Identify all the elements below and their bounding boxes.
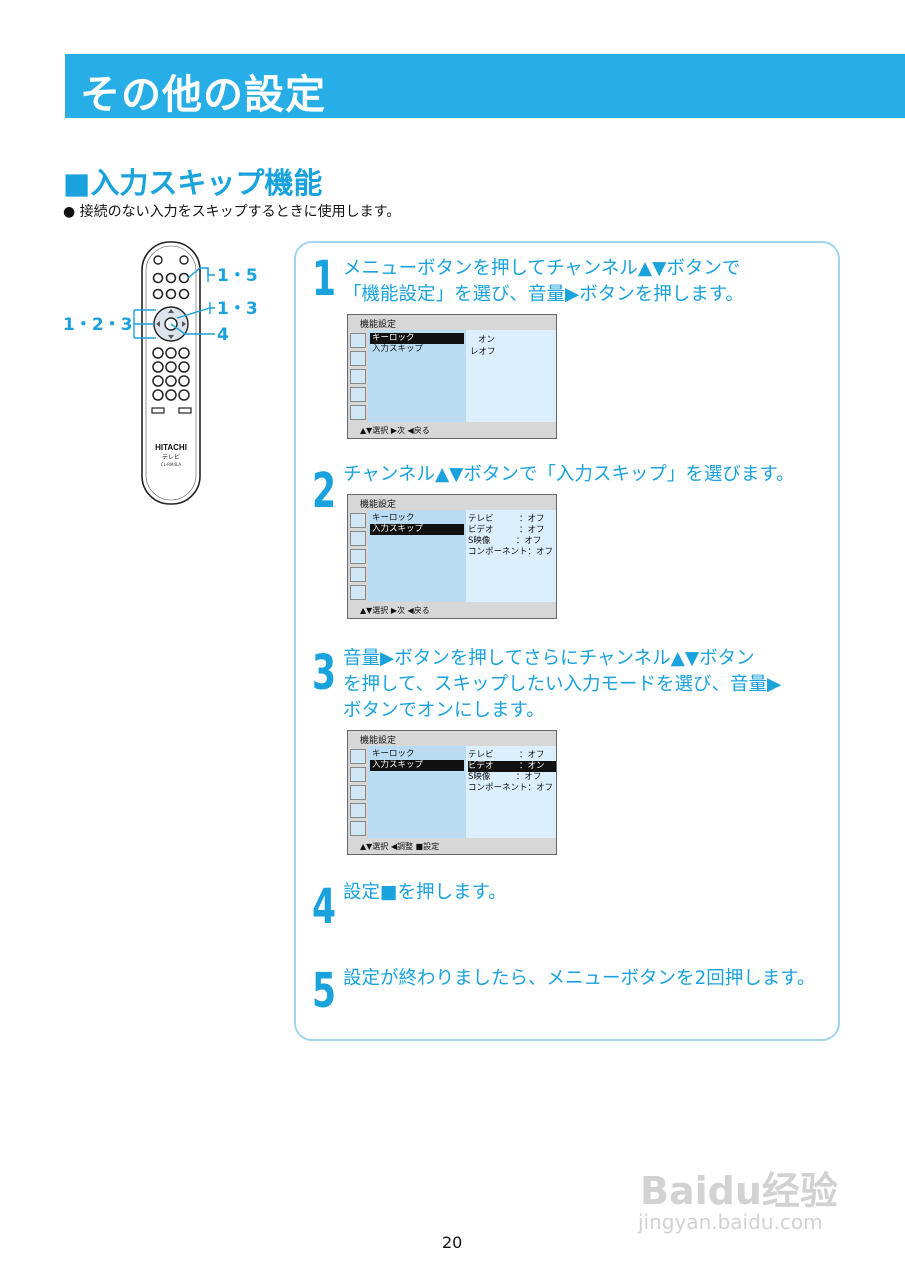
section-description: ● 接続のない入力をスキップするときに使用します。 — [63, 204, 401, 220]
step-4-line-1: 設定■を押します。 — [343, 882, 507, 903]
settings-tab-icon — [350, 585, 366, 600]
step-3-line-3: ボタンでオンにします。 — [343, 700, 545, 721]
osd-item-input-skip: 入力スキップ — [370, 760, 464, 771]
callout-4: 4 — [217, 325, 229, 345]
page-number: 20 — [442, 1233, 463, 1252]
screen-tab-icon — [350, 749, 366, 764]
sound-tab-icon — [350, 803, 366, 818]
osd-item-list: キーロック 入力スキップ — [368, 330, 466, 422]
osd-item-list: キーロック 入力スキップ — [368, 746, 466, 838]
osd-footer: ▲▼選択 ▶次 ◀戻る — [360, 426, 430, 435]
remote-control-illustration: HITACHI テレビ CL-RM4LA 1・5 1・3 4 1・2・3 — [63, 241, 258, 505]
remote-brand: HITACHI — [155, 443, 187, 452]
watermark-url: jingyan.baidu.com — [638, 1210, 823, 1234]
screen-tab-icon — [350, 513, 366, 528]
osd-value-component: コンポーネント：オフ — [468, 783, 554, 793]
watermark-logo: Baidu经验 — [640, 1169, 838, 1213]
picture-tab-icon — [350, 531, 366, 546]
osd-value-component: コンポーネント：オフ — [468, 547, 554, 557]
step-number-2: 2 — [312, 463, 337, 519]
page-title: その他の設定 — [80, 72, 326, 118]
section-title: ■入力スキップ機能 — [63, 166, 323, 200]
step-3-line-1: 音量▶ボタンを押してさらにチャンネル▲▼ボタン — [343, 648, 755, 669]
osd-value-svideo: S映像 ：オフ — [468, 772, 542, 782]
picture-tab-icon — [350, 767, 366, 782]
osd-item-input-skip: 入力スキップ — [372, 344, 424, 354]
timer-tab-icon — [350, 549, 366, 564]
sound-tab-icon — [350, 387, 366, 402]
osd-footer: ▲▼選択 ▶次 ◀戻る — [360, 606, 430, 615]
osd-value-video: ビデオ ：オン — [468, 761, 556, 772]
osd-title: 機能設定 — [360, 500, 397, 510]
step-2-line-1: チャンネル▲▼ボタンで「入力スキップ」を選びます。 — [343, 464, 795, 485]
osd-value-svideo: S映像 ：オフ — [468, 536, 542, 546]
step-5-line-1: 設定が終わりましたら、メニューボタンを2回押します。 — [343, 968, 816, 989]
osd-menu-screen-3: 機能設定 キーロック 入力スキップ テレビ ：オフ ビデオ ：オン S映像 ：オ… — [347, 730, 557, 855]
osd-item-input-skip: 入力スキップ — [370, 524, 464, 535]
osd-item-keylock: キーロック — [372, 749, 415, 759]
osd-value-list: テレビ ：オフ ビデオ ：オフ S映像 ：オフ コンポーネント：オフ — [466, 510, 556, 602]
osd-footer: ▲▼選択 ◀調整 ■設定 — [360, 842, 440, 851]
callout-1-5: 1・5 — [217, 266, 258, 286]
step-number-3: 3 — [312, 645, 337, 701]
osd-item-keylock: キーロック — [372, 513, 415, 523]
osd-value-tv: テレビ ：オフ — [468, 514, 545, 524]
step-3-line-2: を押して、スキップしたい入力モードを選び、音量▶ — [343, 674, 782, 695]
callout-1-3: 1・3 — [217, 299, 258, 319]
screen-tab-icon — [350, 333, 366, 348]
osd-value-list: テレビ ：オフ ビデオ ：オン S映像 ：オフ コンポーネント：オフ — [466, 746, 556, 838]
osd-value-on: オン — [478, 335, 496, 345]
osd-tab-column — [348, 746, 368, 838]
osd-value-tv: テレビ ：オフ — [468, 750, 545, 760]
osd-title: 機能設定 — [360, 736, 397, 746]
osd-value-list: オン レオフ — [466, 330, 556, 422]
callout-1-2-3: 1・2・3 — [63, 315, 133, 335]
osd-tab-column — [348, 510, 368, 602]
timer-tab-icon — [350, 785, 366, 800]
remote-model: CL-RM4LA — [161, 462, 181, 467]
remote-subtitle: テレビ — [162, 453, 180, 461]
osd-item-keylock: キーロック — [370, 333, 464, 344]
step-number-4: 4 — [312, 879, 337, 935]
step-number-1: 1 — [312, 251, 337, 307]
osd-tab-column — [348, 330, 368, 422]
step-number-5: 5 — [312, 963, 337, 1019]
osd-menu-screen-2: 機能設定 キーロック 入力スキップ テレビ ：オフ ビデオ ：オフ S映像 ：オ… — [347, 494, 557, 619]
sound-tab-icon — [350, 567, 366, 582]
osd-menu-screen-1: 機能設定 キーロック 入力スキップ オン レオフ ▲▼選択 ▶次 ◀戻る — [347, 314, 557, 439]
picture-tab-icon — [350, 351, 366, 366]
osd-item-list: キーロック 入力スキップ — [368, 510, 466, 602]
header-banner — [65, 54, 905, 118]
timer-tab-icon — [350, 369, 366, 384]
settings-tab-icon — [350, 405, 366, 420]
osd-value-off: レオフ — [470, 347, 496, 357]
osd-value-video: ビデオ ：オフ — [468, 525, 545, 535]
settings-tab-icon — [350, 821, 366, 836]
step-1-line-1: メニューボタンを押してチャンネル▲▼ボタンで — [343, 258, 741, 279]
step-1-line-2: 「機能設定」を選び、音量▶ボタンを押します。 — [343, 284, 744, 305]
osd-title: 機能設定 — [360, 320, 397, 330]
